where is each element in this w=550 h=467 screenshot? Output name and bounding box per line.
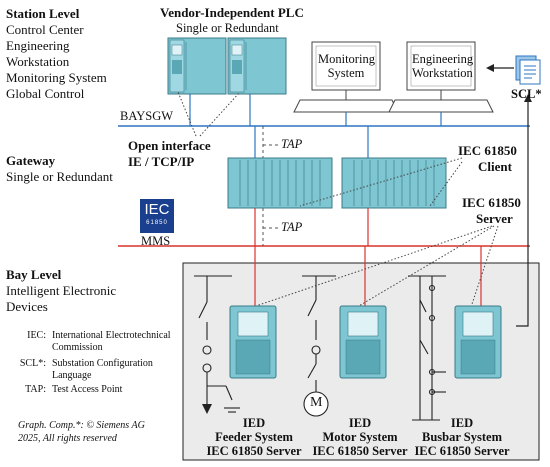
ied-busbar-server: IEC 61850 Server [414, 444, 510, 458]
iec-client-line2: Client [478, 159, 512, 174]
gateway-rack-1 [227, 157, 333, 209]
legend-item: TAP: Test Access Point [0, 384, 182, 398]
iec-logo-text: IEC [144, 201, 170, 218]
plc-title: Vendor-Independent PLC [160, 5, 304, 20]
mms-label: MMS [141, 234, 171, 248]
gateway-rack-2 [341, 157, 447, 209]
motor-letter: M [310, 395, 323, 410]
station-level-title: Station Level [6, 6, 80, 21]
iec-logo: IEC 61850 [140, 199, 174, 233]
ied-busbar-title: IED [450, 416, 474, 430]
station-level-line: Monitoring System [6, 70, 107, 85]
tap-label-lower: TAP [281, 220, 303, 234]
legend-item: SCL*: Substation Configuration Language [0, 358, 182, 384]
iec-logo-number: 61850 [146, 220, 168, 226]
motor-schematic [302, 275, 336, 392]
bay-level-line: Devices [6, 299, 48, 314]
legend-value: Test Access Point [52, 384, 123, 395]
copyright-credit: Graph. Comp.*: © Siemens AG 2025, All ri… [18, 420, 145, 444]
ied-motor-system: Motor System [322, 430, 398, 444]
station-level-line: Workstation [6, 54, 70, 69]
ied-motor-title: IED [348, 416, 372, 430]
engineering-workstation-label: Engineering Workstation [412, 52, 474, 80]
legend-item: IEC: International Electrotechnical Comm… [0, 330, 182, 356]
scl-label: SCL* [511, 87, 542, 101]
iec-server-line1: IEC 61850 [462, 195, 521, 210]
plc-subtitle: Single or Redundant [176, 21, 279, 35]
plc-module-1 [167, 37, 227, 95]
tap-label-upper: TAP [281, 137, 303, 151]
bay-level-line: Intelligent Electronic [6, 283, 117, 298]
engineering-workstation [388, 41, 494, 113]
motor-symbol [303, 391, 329, 417]
monitoring-workstation [293, 41, 399, 113]
ied-feeder-title: IED [242, 416, 266, 430]
ied-device-feeder [229, 305, 277, 379]
legend-value: International Electrotechnical Commissio… [52, 330, 171, 353]
gateway-title: Gateway [6, 153, 56, 168]
ied-motor-server: IEC 61850 Server [312, 444, 408, 458]
iec-client-line1: IEC 61850 [458, 143, 517, 158]
ied-busbar-system: Busbar System [422, 430, 502, 444]
station-level-line: Engineering [6, 38, 70, 53]
open-interface-line1: Open interface [128, 138, 211, 153]
scl-file-icon [515, 55, 541, 85]
ied-device-busbar [454, 305, 502, 379]
station-level-line: Global Control [6, 86, 85, 101]
legend-key: SCL*: [19, 358, 46, 369]
busbar-schematic [408, 275, 446, 421]
bay-level-title: Bay Level [6, 267, 62, 282]
iec-server-line2: Server [476, 211, 513, 226]
plc-module-2 [227, 37, 287, 95]
ied-feeder-system: Feeder System [215, 430, 293, 444]
ied-device-motor [339, 305, 387, 379]
open-interface-line2: IE / TCP/IP [128, 154, 195, 169]
legend-key: IEC: [27, 330, 46, 341]
station-level-line: Control Center [6, 22, 84, 37]
ied-feeder-server: IEC 61850 Server [206, 444, 302, 458]
legend-value: Substation Configuration Language [52, 358, 153, 381]
legend-key: TAP: [25, 384, 46, 395]
monitoring-system-label: Monitoring System [318, 52, 375, 80]
baysgw-label: BAYSGW [120, 109, 174, 123]
feeder-schematic [194, 275, 240, 413]
gateway-subtitle: Single or Redundant [6, 169, 113, 184]
